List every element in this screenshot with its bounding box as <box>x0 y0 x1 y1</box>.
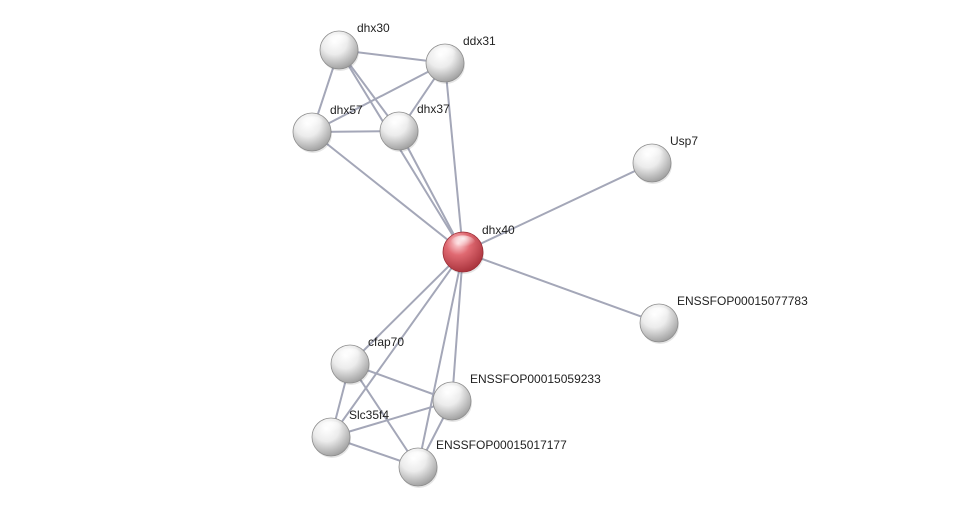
edge-dhx40-usp7 <box>462 162 653 253</box>
node-dhx40[interactable]: dhx40 <box>442 223 515 274</box>
node-highlight <box>647 307 671 322</box>
node-slc35f4[interactable]: Slc35f4 <box>311 408 389 458</box>
node-label: dhx57 <box>330 103 363 117</box>
node-label: Usp7 <box>670 134 698 148</box>
node-ens17177[interactable]: ENSSFOP00015017177 <box>398 438 567 488</box>
node-label: dhx40 <box>482 223 515 237</box>
node-highlight <box>433 47 457 62</box>
node-label: Slc35f4 <box>349 408 389 422</box>
edges-layer <box>311 49 660 468</box>
node-highlight <box>450 235 476 251</box>
node-label: ddx31 <box>463 34 496 48</box>
edge-slc35f4-ens59233 <box>330 400 453 438</box>
node-ddx31[interactable]: ddx31 <box>425 34 496 84</box>
edge-dhx30-dhx40 <box>338 49 464 253</box>
node-highlight <box>319 421 343 436</box>
node-label: ENSSFOP00015059233 <box>470 372 601 386</box>
node-label: dhx30 <box>357 21 390 35</box>
node-highlight <box>327 34 351 49</box>
node-label: ENSSFOP00015077783 <box>677 294 808 308</box>
node-label: ENSSFOP00015017177 <box>436 438 567 452</box>
node-highlight <box>440 385 464 400</box>
node-dhx37[interactable]: dhx37 <box>379 102 450 152</box>
node-cfap70[interactable]: cfap70 <box>330 335 404 385</box>
edge-dhx40-cfap70 <box>349 251 464 365</box>
node-label: dhx37 <box>417 102 450 116</box>
edge-dhx40-ens59233 <box>451 251 464 402</box>
nodes-layer: dhx40 dhx30 ddx31 dhx57 dhx37Usp7ENSSFOP0001… <box>292 21 808 488</box>
edge-dhx40-ens17177 <box>417 251 464 468</box>
node-ens59233[interactable]: ENSSFOP00015059233 <box>432 372 601 422</box>
node-highlight <box>406 451 430 466</box>
node-dhx57[interactable]: dhx57 <box>292 103 363 153</box>
node-label: cfap70 <box>368 335 404 349</box>
node-highlight <box>338 348 362 363</box>
node-ens77783[interactable]: ENSSFOP00015077783 <box>639 294 808 344</box>
node-usp7[interactable]: Usp7 <box>632 134 698 184</box>
edge-ddx31-dhx40 <box>444 62 464 253</box>
node-highlight <box>640 147 664 162</box>
node-highlight <box>300 116 324 131</box>
node-highlight <box>387 115 411 130</box>
node-dhx30[interactable]: dhx30 <box>319 21 390 71</box>
edge-ddx31-dhx57 <box>311 62 446 133</box>
edge-dhx37-dhx40 <box>398 130 464 253</box>
edge-dhx40-ens77783 <box>462 251 660 324</box>
edge-dhx40-slc35f4 <box>330 251 464 438</box>
edge-cfap70-ens17177 <box>349 363 419 468</box>
edge-dhx57-dhx40 <box>311 131 464 253</box>
